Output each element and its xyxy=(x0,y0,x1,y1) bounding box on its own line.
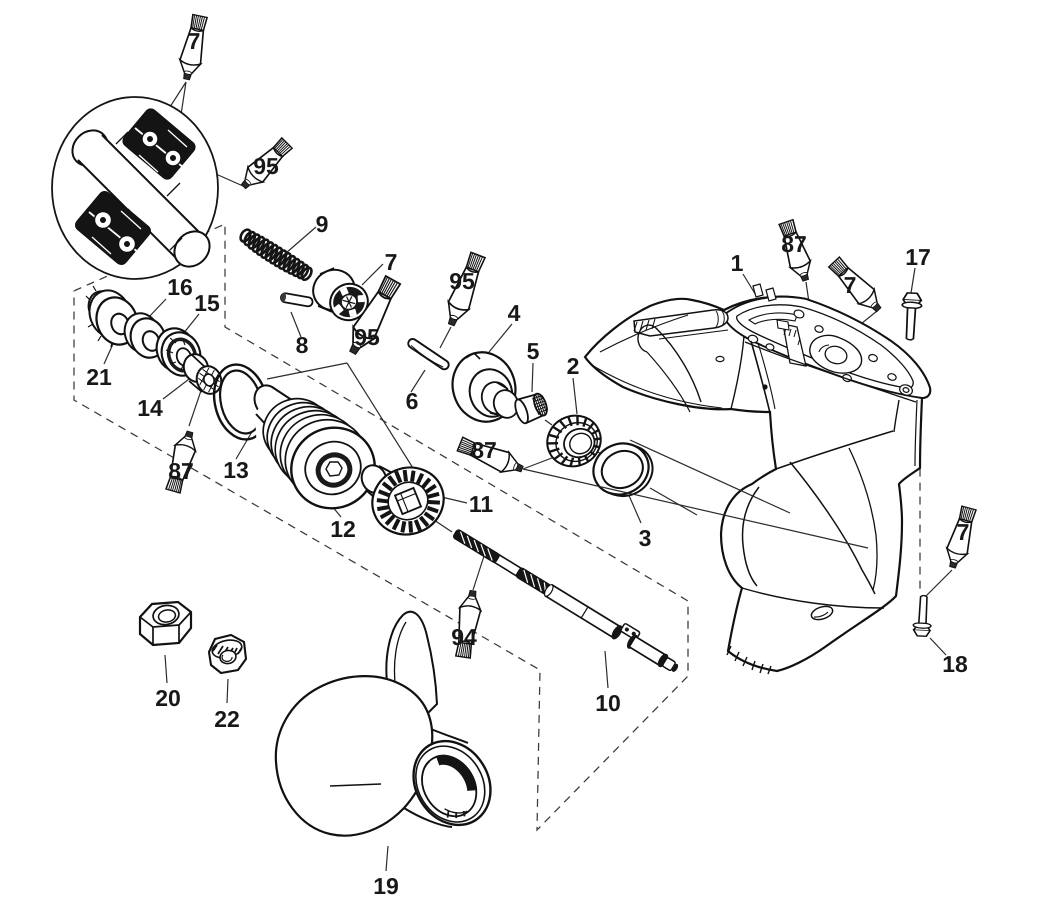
svg-text:21: 21 xyxy=(86,364,112,390)
svg-text:1: 1 xyxy=(731,250,744,276)
svg-text:12: 12 xyxy=(330,516,356,542)
svg-text:14: 14 xyxy=(137,395,163,421)
svg-text:15: 15 xyxy=(194,290,220,316)
svg-text:95: 95 xyxy=(449,268,475,294)
svg-text:87: 87 xyxy=(781,231,807,257)
svg-text:95: 95 xyxy=(354,324,380,350)
svg-text:7: 7 xyxy=(385,249,398,275)
svg-text:11: 11 xyxy=(469,491,494,517)
svg-text:87: 87 xyxy=(168,458,194,484)
svg-text:10: 10 xyxy=(595,690,621,716)
svg-text:7: 7 xyxy=(188,28,201,54)
svg-text:7: 7 xyxy=(844,272,857,298)
svg-text:16: 16 xyxy=(167,274,193,300)
svg-text:94: 94 xyxy=(451,624,477,650)
svg-text:95: 95 xyxy=(253,153,279,179)
svg-text:17: 17 xyxy=(905,244,931,270)
svg-text:3: 3 xyxy=(639,525,652,551)
svg-text:13: 13 xyxy=(223,457,249,483)
svg-text:5: 5 xyxy=(527,338,540,364)
svg-text:4: 4 xyxy=(508,300,521,326)
svg-text:18: 18 xyxy=(942,651,968,677)
svg-text:22: 22 xyxy=(214,706,240,732)
svg-text:87: 87 xyxy=(471,437,497,463)
svg-text:2: 2 xyxy=(567,353,580,379)
svg-text:8: 8 xyxy=(296,332,309,358)
svg-text:9: 9 xyxy=(316,211,329,237)
svg-text:6: 6 xyxy=(406,388,419,414)
svg-text:7: 7 xyxy=(957,519,970,545)
svg-text:20: 20 xyxy=(155,685,181,711)
svg-text:19: 19 xyxy=(373,873,399,899)
